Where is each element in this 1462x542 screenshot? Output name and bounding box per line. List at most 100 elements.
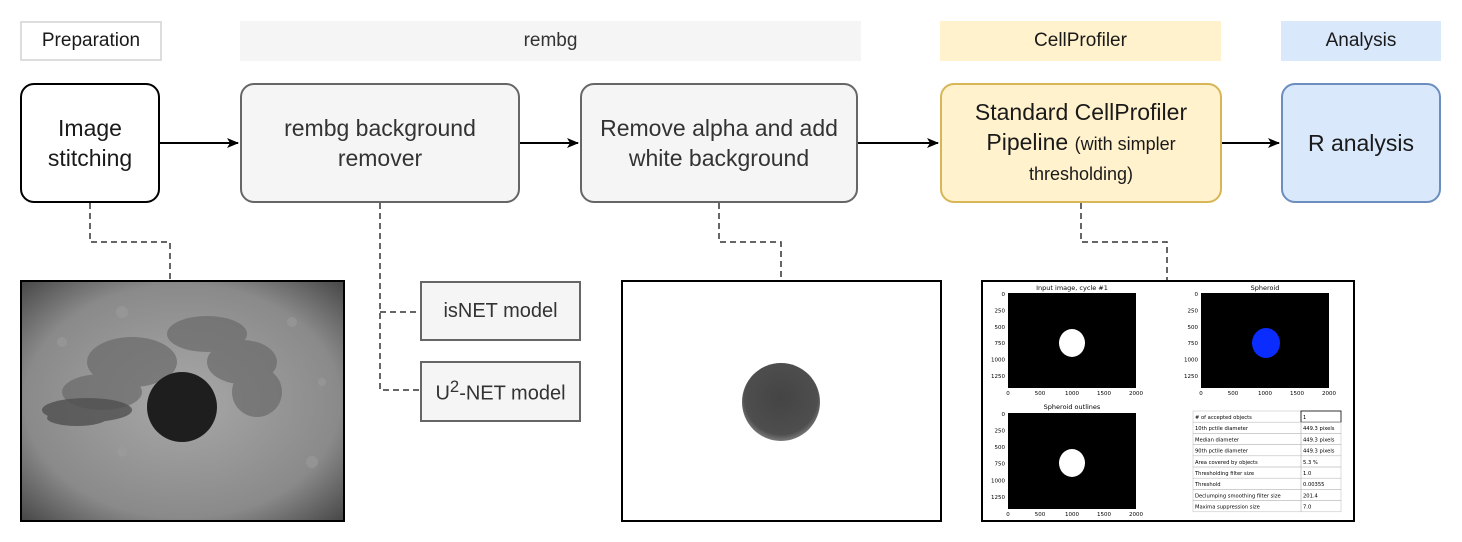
y-tick-input: 750 <box>995 341 1006 347</box>
y-tick-input: 250 <box>995 308 1006 314</box>
x-tick-outlines: 1500 <box>1097 512 1111 518</box>
table-row-value: 7.0 <box>1303 505 1311 511</box>
table-row-value: 449.3 pixels <box>1303 437 1335 443</box>
table-row-label: Thresholding filter size <box>1194 471 1254 477</box>
stage-cellprofiler-label: CellProfiler <box>1034 30 1127 51</box>
isnet-model-box: isNET model <box>420 281 581 341</box>
x-tick-outlines: 2000 <box>1129 512 1143 518</box>
measurement-table: # of accepted objects 1 10th pctile diamet… <box>1192 410 1342 513</box>
y-tick-outlines: 500 <box>995 445 1006 451</box>
x-tick-spheroid: 1500 <box>1290 391 1304 397</box>
u2net-model-label: U2-NET model <box>435 377 565 406</box>
y-tick-spheroid: 500 <box>1188 325 1199 331</box>
stage-preparation: Preparation <box>20 21 162 61</box>
dash-cp-output <box>1080 203 1168 281</box>
table-row-value: 0.00355 <box>1303 482 1324 488</box>
cellprofiler-output: Input image, cycle #1 Spheroid Spheroid … <box>981 280 1355 522</box>
stage-preparation-label: Preparation <box>41 30 141 51</box>
image-stitching-node: Image stitching <box>20 83 160 203</box>
stage-rembg-label: rembg <box>523 30 578 51</box>
r-analysis-label: R analysis <box>1307 130 1415 156</box>
table-row-label: Maxima suppression size <box>1195 505 1260 511</box>
panel-spheroid-object <box>1252 328 1280 358</box>
x-tick-outlines: 1000 <box>1065 512 1079 518</box>
y-tick-input: 1250 <box>991 374 1005 380</box>
x-tick-outlines: 0 <box>1006 512 1010 518</box>
rembg-remover-line1: rembg background <box>284 115 476 141</box>
table-row-value: 1 <box>1303 415 1306 421</box>
y-tick-outlines: 1250 <box>991 495 1005 501</box>
table-row-value: 449.3 pixels <box>1303 426 1335 432</box>
y-tick-spheroid: 1250 <box>1184 374 1198 380</box>
y-tick-outlines: 1000 <box>991 478 1005 484</box>
y-tick-input: 0 <box>1002 292 1006 298</box>
u2net-prefix: U <box>435 382 450 405</box>
panel-input-mask <box>1059 329 1085 357</box>
x-tick-input: 0 <box>1006 391 1010 397</box>
u2net-model-box: U2-NET model <box>420 361 581 422</box>
stitched-image-svg <box>22 282 343 520</box>
remove-alpha-line1: Remove alpha and add <box>600 115 838 141</box>
cp-pipeline-line2b: (with simpler <box>1074 134 1176 154</box>
stage-cellprofiler: CellProfiler <box>940 21 1221 61</box>
spheroid-isolated <box>742 363 820 441</box>
cp-pipeline-line1: Standard CellProfiler <box>974 99 1188 125</box>
table-row-value: 1.0 <box>1303 471 1311 477</box>
image-stitching-line2: stitching <box>47 145 133 171</box>
x-tick-spheroid: 500 <box>1228 391 1239 397</box>
spheroid-dark <box>147 372 217 442</box>
x-tick-input: 1500 <box>1097 391 1111 397</box>
panel-title-input: Input image, cycle #1 <box>1036 284 1108 292</box>
table-row-label: 90th pctile diameter <box>1195 449 1249 455</box>
x-tick-outlines: 500 <box>1035 512 1046 518</box>
x-tick-input: 1000 <box>1065 391 1079 397</box>
y-tick-input: 500 <box>995 325 1006 331</box>
table-row-label: Median diameter <box>1195 437 1240 443</box>
table-value-cell <box>1300 500 1342 513</box>
y-tick-outlines: 750 <box>995 462 1006 468</box>
x-tick-input: 500 <box>1035 391 1046 397</box>
y-tick-spheroid: 1000 <box>1184 358 1198 364</box>
y-tick-spheroid: 0 <box>1195 292 1199 298</box>
rembg-remover-line2: remover <box>337 145 423 171</box>
x-tick-spheroid: 1000 <box>1258 391 1272 397</box>
remove-alpha-line2: white background <box>628 145 810 171</box>
table-row-label: Area covered by objects <box>1195 460 1258 466</box>
dash-rembg-u2net <box>379 203 420 391</box>
x-tick-spheroid: 0 <box>1199 391 1203 397</box>
x-tick-input: 2000 <box>1129 391 1143 397</box>
u2net-superscript: 2 <box>449 377 460 397</box>
dash-alpha-image <box>718 203 782 281</box>
panel-outlines-mask <box>1059 449 1085 477</box>
y-tick-spheroid: 250 <box>1188 308 1199 314</box>
table-row-value: 449.3 pixels <box>1303 449 1335 455</box>
table-row-label: Threshold <box>1194 482 1221 488</box>
cp-pipeline-line2a: Pipeline <box>986 129 1075 155</box>
isnet-model-label: isNET model <box>443 299 558 322</box>
rembg-remover-node: rembg background remover <box>240 83 520 203</box>
stage-rembg: rembg <box>240 21 861 61</box>
table-row-value: 5.3 % <box>1303 460 1318 466</box>
y-tick-input: 1000 <box>991 358 1005 364</box>
table-row-label: # of accepted objects <box>1195 415 1252 421</box>
x-tick-spheroid: 2000 <box>1322 391 1336 397</box>
panel-title-spheroid: Spheroid <box>1251 284 1280 292</box>
u2net-suffix: -NET model <box>459 382 566 405</box>
panel-title-outlines: Spheroid outlines <box>1044 403 1101 411</box>
y-tick-outlines: 250 <box>995 429 1006 435</box>
table-row-label: 10th pctile diameter <box>1195 426 1249 432</box>
stitched-image <box>20 280 345 522</box>
stage-analysis: Analysis <box>1281 21 1441 61</box>
background-removed-svg <box>623 282 940 520</box>
remove-alpha-node: Remove alpha and add white background <box>580 83 858 203</box>
y-tick-spheroid: 750 <box>1188 341 1199 347</box>
dash-stitching-image <box>89 203 171 281</box>
y-tick-outlines: 0 <box>1002 412 1006 418</box>
background-removed-image <box>621 280 942 522</box>
r-analysis-node: R analysis <box>1281 83 1441 203</box>
image-stitching-line1: Image <box>58 115 122 141</box>
table-row-value: 201.4 <box>1303 493 1319 499</box>
cp-output-svg: Input image, cycle #1 Spheroid Spheroid … <box>983 282 1353 520</box>
stage-analysis-label: Analysis <box>1325 30 1397 51</box>
